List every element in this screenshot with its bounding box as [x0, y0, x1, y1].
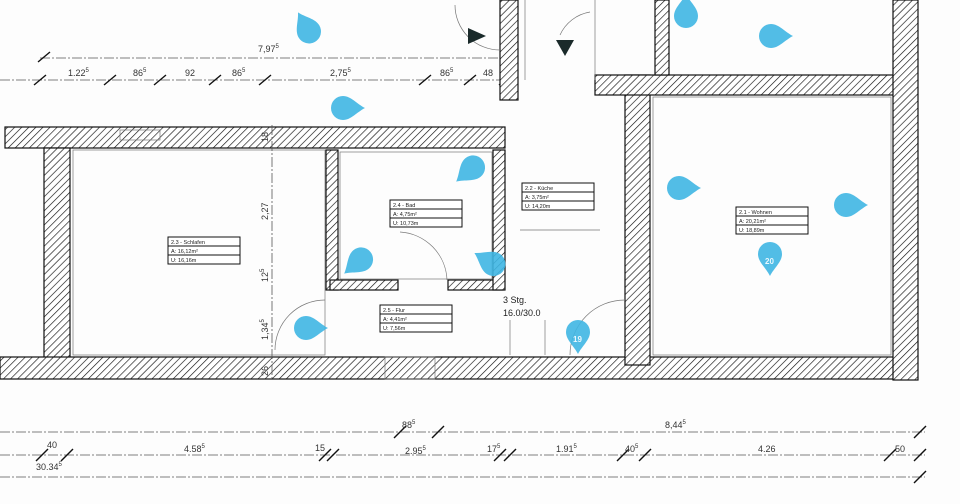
- dim-bottom-segment: 405: [625, 444, 639, 454]
- room-name: 2.1 - Wohnen: [739, 210, 772, 216]
- door-arrow-icon: [468, 28, 486, 44]
- photo-marker-icon[interactable]: [336, 243, 377, 283]
- dim-bottom-upper: 885: [402, 420, 416, 430]
- dim-bottom-segment: 15: [315, 443, 325, 453]
- dim-top-segment: 865: [440, 68, 454, 78]
- room-perimeter: U: 7,56m: [383, 326, 406, 332]
- photo-marker-icon[interactable]: [674, 0, 698, 28]
- dimension-tick: [35, 448, 49, 462]
- dimension-tick: [913, 448, 927, 462]
- stairs-label: 3 Stg. 16.0/30.0: [503, 295, 546, 355]
- door-arrow-icon: [556, 40, 574, 56]
- dimension-tick: [616, 448, 630, 462]
- room-label: 2.5 - Flur A: 4,41m² U: 7,56m: [379, 304, 453, 333]
- photo-marker-icon[interactable]: [288, 6, 326, 47]
- dimension-tick: [33, 74, 47, 86]
- dimension-tick: [493, 448, 507, 462]
- room-area: A: 16,12m²: [171, 249, 198, 255]
- svg-text:16.0/30.0: 16.0/30.0: [503, 308, 541, 318]
- photo-marker-icon[interactable]: [331, 96, 365, 120]
- room-area: A: 4,41m²: [383, 317, 407, 323]
- room-perimeter: U: 16,16m: [171, 258, 197, 264]
- svg-text:2,27: 2,27: [260, 202, 270, 220]
- room-perimeter: U: 18,89m: [739, 228, 765, 234]
- dimension-tick: [463, 74, 477, 86]
- photo-marker-icon[interactable]: 20: [758, 242, 782, 276]
- dimension-tick: [318, 448, 332, 462]
- dim-top-segment: 865: [133, 68, 147, 78]
- dim-top-segment: 92: [185, 68, 195, 78]
- dim-top-overall: 7,975: [258, 44, 280, 54]
- dim-bottom-segment: 175: [487, 444, 501, 454]
- room-perimeter: U: 10,73m: [393, 221, 419, 227]
- dim-bottom-segment: 4.26: [758, 444, 776, 454]
- top-dimensions: 7,975 1.225 865 92 865 2,755 865 48: [0, 44, 512, 86]
- dimension-tick: [431, 425, 445, 439]
- room-area: A: 20,21m²: [739, 219, 766, 225]
- dimension-tick: [153, 74, 167, 86]
- photo-marker-icon[interactable]: 19: [566, 320, 590, 354]
- dim-bottom-segment: 1.915: [556, 444, 578, 454]
- svg-text:1,345: 1,345: [260, 318, 270, 340]
- marker-number: 19: [573, 335, 582, 344]
- walls: [0, 0, 919, 381]
- photo-marker-icon[interactable]: [294, 316, 328, 340]
- dimension-tick: [60, 448, 74, 462]
- dimension-tick: [258, 74, 272, 86]
- dim-bottom-segment: 4.585: [184, 444, 206, 454]
- svg-text:3 Stg.: 3 Stg.: [503, 295, 527, 305]
- dimension-tick: [208, 74, 222, 86]
- dimension-tick: [638, 448, 652, 462]
- dimension-tick: [883, 448, 897, 462]
- dimension-tick: [503, 448, 517, 462]
- svg-text:26: 26: [260, 366, 270, 376]
- dim-top-segment: 2,755: [330, 68, 352, 78]
- dimension-tick: [393, 425, 407, 439]
- room-area: A: 3,75m²: [525, 195, 549, 201]
- room-name: 2.5 - Flur: [383, 308, 405, 314]
- dim-bottom-segment: 40: [47, 440, 57, 450]
- room-area: A: 4,75m²: [393, 212, 417, 218]
- dim-bottom-segment: 50: [895, 444, 905, 454]
- svg-text:125: 125: [260, 268, 270, 282]
- marker-number: 20: [765, 257, 774, 266]
- dim-bottom-upper: 8,445: [665, 420, 687, 430]
- room-label: 2.3 - Schlafen A: 16,12m² U: 16,16m: [167, 236, 241, 265]
- room-name: 2.2 - Küche: [525, 186, 553, 192]
- photo-marker-icon[interactable]: [667, 176, 701, 200]
- photo-marker-icon[interactable]: [834, 193, 868, 217]
- room-label: 2.4 - Bad A: 4,75m² U: 10,73m: [389, 199, 463, 228]
- dim-top-segment: 865: [232, 68, 246, 78]
- dim-top-segment: 48: [483, 68, 493, 78]
- photo-marker-icon[interactable]: [468, 243, 509, 281]
- photo-marker-icon[interactable]: [448, 151, 489, 191]
- vertical-dimensions: 2,27 125 1,345 18 26: [260, 125, 273, 380]
- dimension-tick: [913, 470, 927, 484]
- dimension-tick: [913, 425, 927, 439]
- room-label: 2.2 - Küche A: 3,75m² U: 14,20m: [521, 182, 595, 211]
- room-name: 2.4 - Bad: [393, 203, 415, 209]
- bottom-dimensions: 885 8,445 40 4.585 15 2.955 175 1.915 405 4.26 50 3…: [0, 420, 927, 484]
- dim-top-segment: 1.225: [68, 68, 90, 78]
- room-perimeter: U: 14,20m: [525, 204, 551, 210]
- svg-text:18: 18: [260, 132, 270, 142]
- room-label: 2.1 - Wohnen A: 20,21m² U: 18,89m: [735, 206, 809, 235]
- dimension-tick: [103, 74, 117, 86]
- dimension-tick: [326, 448, 340, 462]
- dimension-tick: [418, 74, 432, 86]
- room-name: 2.3 - Schlafen: [171, 240, 205, 246]
- photo-marker-icon[interactable]: [759, 24, 793, 48]
- dim-bottom-overall: 30.345: [36, 462, 63, 472]
- dim-bottom-segment: 2.955: [405, 446, 427, 456]
